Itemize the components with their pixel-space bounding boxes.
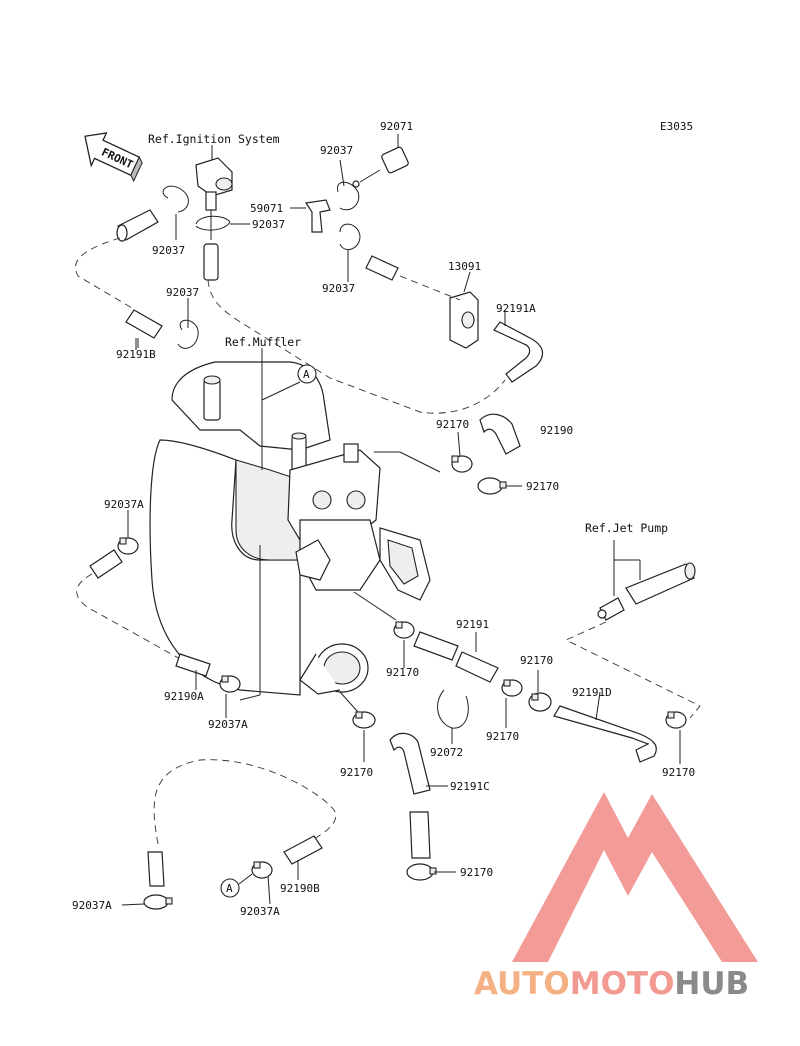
clamp-92037A-left: [117, 537, 139, 555]
ref-ignition-system-label: Ref.Ignition System: [148, 132, 280, 146]
hose-92191D: [553, 705, 657, 763]
hose-route-mid: [207, 279, 506, 414]
part-number-labels: 92071 92037 59071 92037 92037 92037 1309…: [72, 120, 695, 918]
diagram-id: E3035: [660, 120, 693, 133]
clamp-92170-upper-b: [477, 477, 507, 495]
ref-muffler-label: Ref.Muffler: [225, 335, 301, 349]
hose-92190B: [283, 835, 323, 865]
muffler-body: [149, 361, 331, 696]
hose-upper-right: [365, 255, 399, 281]
ignition-fitting: [195, 145, 233, 240]
part-label-92170-d: 92170: [386, 666, 419, 679]
part-label-59071: 59071: [250, 202, 283, 215]
clamp-92170-upper-a: [451, 455, 473, 473]
watermark-wordmark: AUTOMOTOHUB: [474, 966, 749, 1002]
hose-92190: [479, 413, 521, 455]
callout-a-top: A: [261, 364, 317, 401]
part-label-92037-a: 92037: [320, 144, 353, 157]
hose-92190A: [175, 653, 211, 677]
svg-text:AUTOMOTOHUB: AUTOMOTOHUB: [474, 966, 749, 1002]
clip-ring-92037-muffler: [177, 319, 199, 349]
part-label-92170-a: 92170: [436, 418, 469, 431]
watermark-auto: AUTO: [474, 966, 570, 1002]
outlet-pipe-fitting: [299, 643, 369, 695]
part-label-92037-c: 92037: [152, 244, 185, 257]
ref-jet-pump-label: Ref.Jet Pump: [585, 521, 668, 535]
part-label-92191C: 92191C: [450, 780, 490, 793]
callout-a-label-top: A: [303, 368, 310, 381]
hose-vertical-center: [203, 243, 219, 281]
clamp-92170-right: [665, 711, 687, 729]
part-label-92072: 92072: [430, 746, 463, 759]
part-label-92191B: 92191B: [116, 348, 156, 361]
hose-left-short: [89, 549, 123, 579]
clip-ring-92072: [437, 689, 469, 729]
part-label-92170-c: 92170: [520, 654, 553, 667]
hose-92191-b: [455, 651, 499, 683]
hose-vertical-bottom-left: [147, 851, 165, 887]
leader-lines: [121, 159, 681, 906]
damper-block-13091: [449, 271, 479, 349]
elbow-fitting-59071: [290, 199, 331, 233]
hose-route-left: [76, 573, 183, 661]
part-label-92037A-b: 92037A: [208, 718, 248, 731]
part-label-92037A-c: 92037A: [72, 899, 112, 912]
part-label-92190B: 92190B: [280, 882, 320, 895]
part-label-92037-e: 92037: [166, 286, 199, 299]
hose-92191C: [389, 732, 431, 795]
hose-92191A: [493, 321, 544, 383]
engine-block: [287, 443, 431, 601]
watermark-moto: MOTO: [570, 966, 675, 1002]
part-label-92170-g: 92170: [340, 766, 373, 779]
front-arrow-icon: FRONT: [84, 132, 143, 183]
part-label-92170-h: 92170: [460, 866, 493, 879]
clamp-92170-bottom: [406, 863, 437, 881]
clamp-92037A-lower: [219, 675, 241, 693]
part-label-92191D: 92191D: [572, 686, 612, 699]
part-label-92037-b: 92037: [252, 218, 285, 231]
clip-ring-92037-center: [195, 215, 231, 231]
hose-vertical-lower: [409, 811, 431, 859]
hose-92191-a: [413, 631, 459, 661]
hose-route-bottom: [153, 759, 337, 845]
clip-ring-92037-lower-right: [339, 223, 361, 251]
part-label-92037A-a: 92037A: [104, 498, 144, 511]
part-label-92071: 92071: [380, 120, 413, 133]
callout-a-bottom: A: [220, 873, 253, 898]
part-label-92170-e: 92170: [486, 730, 519, 743]
clip-ring-92037-upper-right: [336, 181, 360, 211]
part-label-92191A: 92191A: [496, 302, 536, 315]
hose-route-jetpump: [564, 621, 701, 719]
watermark-hub: HUB: [674, 966, 749, 1002]
hose-route-right: [399, 275, 461, 301]
part-label-92170-f: 92170: [662, 766, 695, 779]
clamp-92170-mid: [393, 621, 415, 639]
callout-a-label-bottom: A: [226, 882, 233, 895]
clamp-92170-center-b: [528, 692, 552, 712]
part-label-92037-d: 92037: [322, 282, 355, 295]
sensor-92071: [352, 134, 409, 188]
watermark-logo-icon: [512, 792, 758, 986]
part-label-92190: 92190: [540, 424, 573, 437]
hose-route-top: [75, 237, 133, 309]
clamp-92037A-bottom-center: [251, 861, 273, 879]
part-label-92037A-d: 92037A: [240, 905, 280, 918]
part-label-92170-b: 92170: [526, 480, 559, 493]
part-label-92191: 92191: [456, 618, 489, 631]
part-label-13091: 13091: [448, 260, 481, 273]
hose-short-left: [116, 209, 159, 242]
clamp-92170-lower-center: [352, 711, 376, 729]
jet-pump-fitting: [597, 540, 696, 621]
clamp-92170-center-a: [501, 679, 523, 697]
part-label-92190A: 92190A: [164, 690, 204, 703]
hose-92191B: [125, 309, 163, 350]
clip-ring-92037-left: [162, 185, 189, 213]
clamp-92037A-bottom-left: [143, 894, 173, 910]
